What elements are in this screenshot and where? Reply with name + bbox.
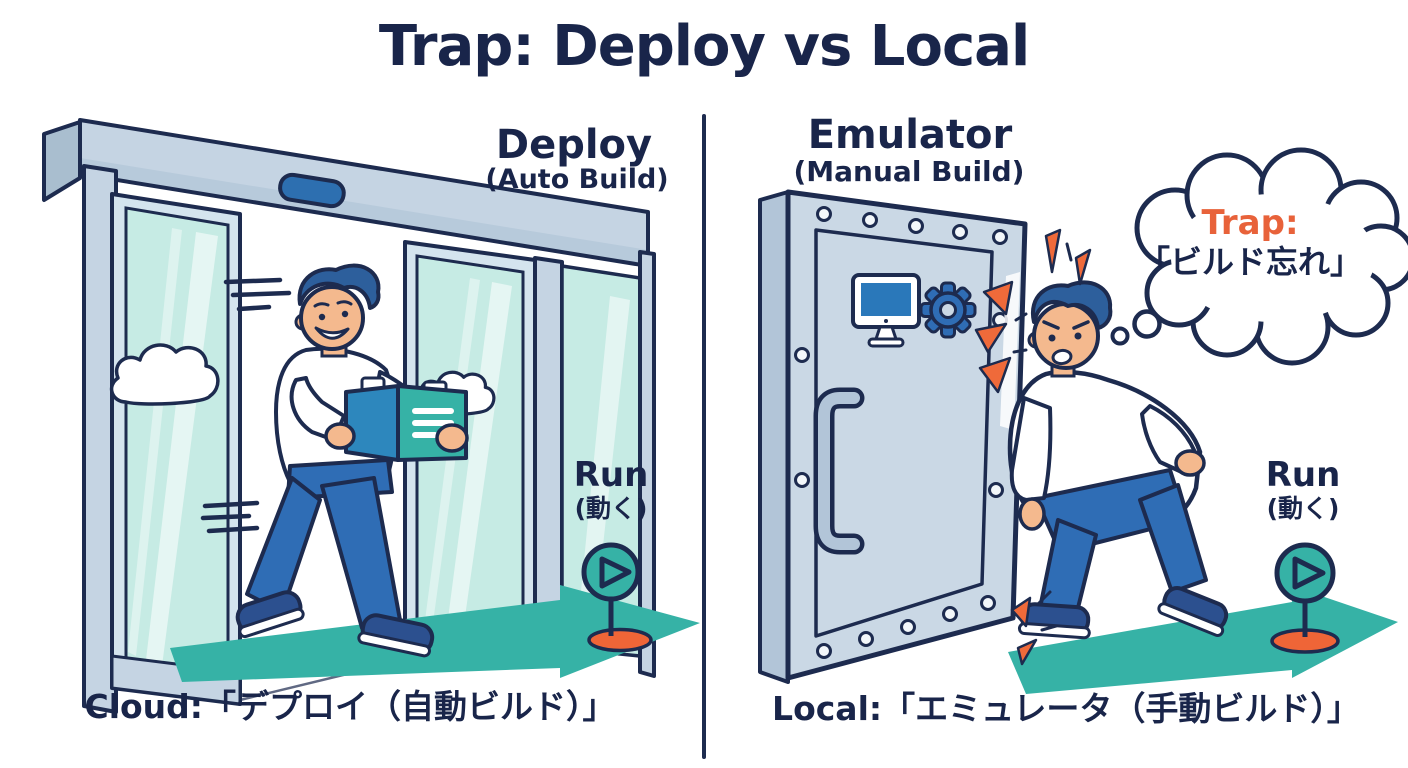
automatic-sliding-door-icon: [42, 118, 656, 714]
right-heading: Emulator: [807, 112, 1013, 158]
monitor-icon: [851, 273, 921, 348]
run-sublabel-left: (動く): [574, 494, 648, 523]
left-subheading: (Auto Build): [485, 164, 669, 195]
gear-icon: [919, 281, 977, 339]
left-heading: Deploy: [495, 122, 653, 168]
thought-bubble-text: 「ビルド忘れ」: [1137, 243, 1362, 281]
thought-bubble-highlight: Trap:: [1201, 203, 1299, 243]
run-label-left: Run: [573, 455, 649, 495]
play-icon: [1292, 556, 1326, 590]
bumping-man: [1007, 280, 1229, 640]
walking-man: [235, 263, 469, 658]
run-sublabel-right: (動く): [1266, 494, 1340, 523]
run-sign-left: [581, 542, 653, 653]
cloud-decal-icon: [109, 343, 220, 406]
run-sign-right: [1270, 542, 1340, 654]
left-caption: Cloud:「デプロイ（自動ビルド）」: [84, 687, 616, 726]
impact-burst-icon: [974, 228, 1092, 666]
door-bolts: [794, 206, 1008, 659]
page-title: Trap: Deploy vs Local: [378, 14, 1030, 79]
door-handle-icon: [813, 387, 865, 555]
thought-bubble-icon: [1110, 147, 1408, 366]
motion-lines-icon: [200, 277, 292, 534]
right-caption: Local:「エミュレータ（手動ビルド）」: [772, 689, 1360, 728]
left-scene: [42, 118, 700, 714]
right-scene: [758, 147, 1408, 694]
sign-base: [587, 627, 653, 653]
run-label-right: Run: [1265, 455, 1341, 495]
metal-door-icon: [758, 189, 1028, 684]
door-sensor: [278, 172, 346, 209]
play-icon: [599, 556, 632, 589]
right-subheading: (Manual Build): [793, 155, 1025, 188]
